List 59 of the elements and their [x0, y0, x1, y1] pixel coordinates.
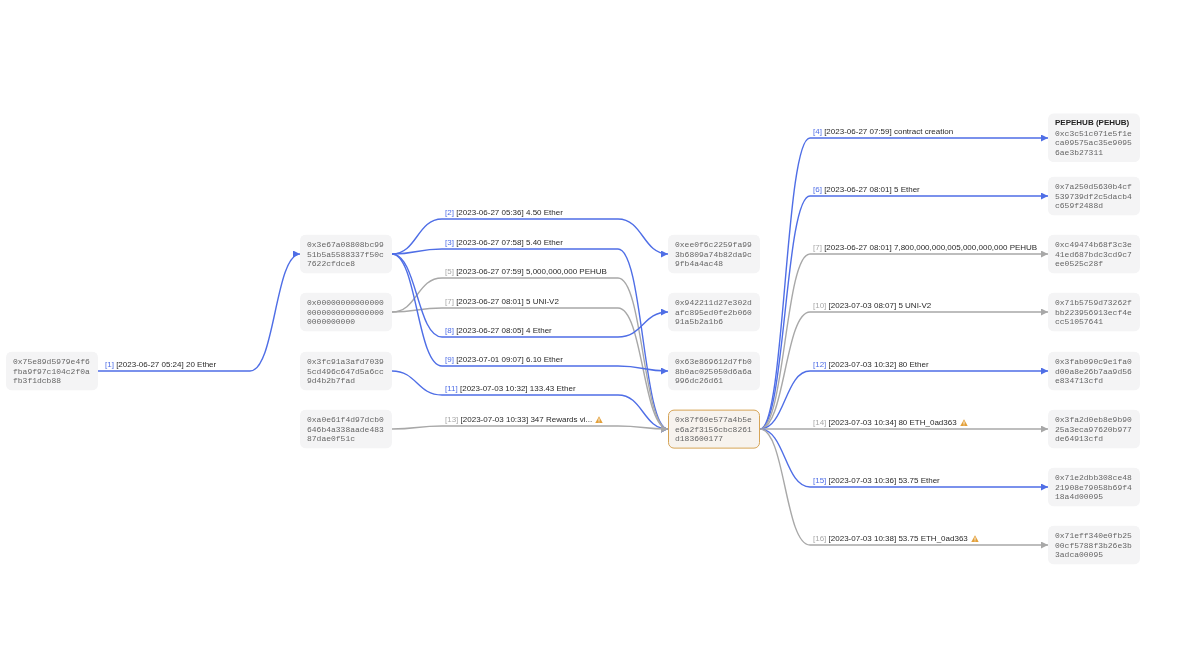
address-text: 0x87f60e577a4b5ee6a2f3156cbc8261d183600177	[675, 414, 753, 444]
address-text: 0x3e67a08808bc9951b5a5588337f50c7622cfdce8	[307, 239, 385, 269]
address-text: 0xa0e61f4d97dcb0646b4a338aade48387dae0f51c	[307, 414, 385, 444]
address-text: 0x75e89d5979e4f6fba9f97c104c2f0afb3f1dcb88	[13, 356, 91, 386]
address-text: 0x0000000000000000000000000000000000000000	[307, 297, 385, 327]
edge-label: [9] [2023-07-01 09:07] 6.10 Ether	[445, 355, 563, 365]
address-card	[668, 234, 760, 274]
address-text: 0x71e2dbb308ce4821908e79058b69f418a4d00095	[1055, 472, 1133, 502]
edge-label: [6] [2023-06-27 08:01] 5 Ether	[813, 185, 920, 195]
arrow	[391, 248, 669, 430]
edge-label: [16] [2023-07-03 10:38] 53.75 ETH_0ad363	[813, 534, 968, 544]
edge-label: [13] [2023-07-03 10:33] 347 Rewards vi...	[445, 415, 593, 425]
address-card	[300, 292, 392, 332]
address-card	[1048, 409, 1140, 449]
address-card	[1048, 176, 1140, 216]
address-text: 0x3fa2d0eb8e9b9025a3eca97620b977de64913cfd	[1055, 414, 1133, 444]
edge-label: [3] [2023-06-27 07:58] 5.40 Ether	[445, 238, 563, 248]
arrow	[759, 250, 1049, 430]
arrow	[391, 253, 669, 375]
edge-label: [7] [2023-06-27 08:01] 7,800,000,000,005,000,000,000 PEHUB	[813, 243, 1038, 253]
address-card	[300, 234, 392, 274]
address-text: 0x7a250d5630b4cf539739df2c5dacb4c659f2488d	[1055, 181, 1133, 211]
address-card	[1048, 351, 1140, 391]
edge-label: [11] [2023-07-03 10:32] 133.43 Ether	[445, 384, 576, 394]
edge-label: [8] [2023-06-27 08:05] 4 Ether	[445, 326, 552, 336]
edge-label: [10] [2023-07-03 08:07] 5 UNI-V2	[813, 301, 932, 311]
arrow	[759, 428, 1049, 549]
edge-label: [14] [2023-07-03 10:34] 80 ETH_0ad363	[813, 418, 957, 428]
address-text: 0x942211d27e302dafc895ed0fe2b06091a5b2a1b6	[675, 297, 753, 327]
address-text: 0x3fab090c9e1fa0d00a8e26b7aa9d56e834713cfd	[1055, 356, 1133, 386]
address-card	[1048, 234, 1140, 274]
address-card	[668, 292, 760, 332]
address-card	[1048, 525, 1140, 565]
edge-label: [4] [2023-06-27 07:59] contract creation	[813, 127, 954, 137]
address-text: 0x71b5759d73262fbb223956913ecf4ecc51057641	[1055, 297, 1133, 327]
arrow	[391, 425, 669, 433]
address-text: 0x3fc91a3afd70395cd496c647d5a6cc9d4b2b7fad	[307, 356, 385, 386]
address-card	[1048, 467, 1140, 507]
address-card	[300, 409, 392, 449]
edge-label: [1] [2023-06-27 05:24] 20 Ether	[105, 360, 217, 370]
edge-label: [7] [2023-06-27 08:01] 5 UNI-V2	[445, 297, 559, 307]
address-text: 0xc49474b68f3c3e41ed687bdc3cd9c7ee0525c28f	[1055, 239, 1133, 269]
address-text: 0x63e869612d7fb08b0ac025050d6a6a996dc26d61	[675, 356, 753, 386]
address-card	[300, 351, 392, 391]
address-card	[6, 351, 98, 391]
address-card	[1048, 113, 1140, 163]
edge-label: [2] [2023-06-27 05:36] 4.50 Ether	[445, 208, 563, 218]
edge-label: [15] [2023-07-03 10:36] 53.75 Ether	[813, 476, 940, 486]
arrow	[97, 253, 301, 372]
edge-label: [12] [2023-07-03 10:32] 80 Ether	[813, 360, 929, 370]
address-text: 0xee0f6c2259fa993b6809a74b82da9c9fb4a4ac48	[675, 239, 753, 269]
address-card	[1048, 292, 1140, 332]
edge-label: [5] [2023-06-27 07:59] 5,000,000,000 PEHUB	[445, 267, 607, 277]
address-card	[668, 351, 760, 391]
account-name: PEPEHUB (PEHUB)	[1055, 118, 1131, 128]
arrow	[759, 425, 1049, 433]
address-card	[668, 409, 760, 449]
address-text: 0xc3c51c071e5f1eca09575ac35e90956ae3b27311	[1055, 128, 1133, 158]
address-text: 0x71eff340e0fb2500cf5788f3b26e3b3adca00095	[1055, 530, 1133, 560]
